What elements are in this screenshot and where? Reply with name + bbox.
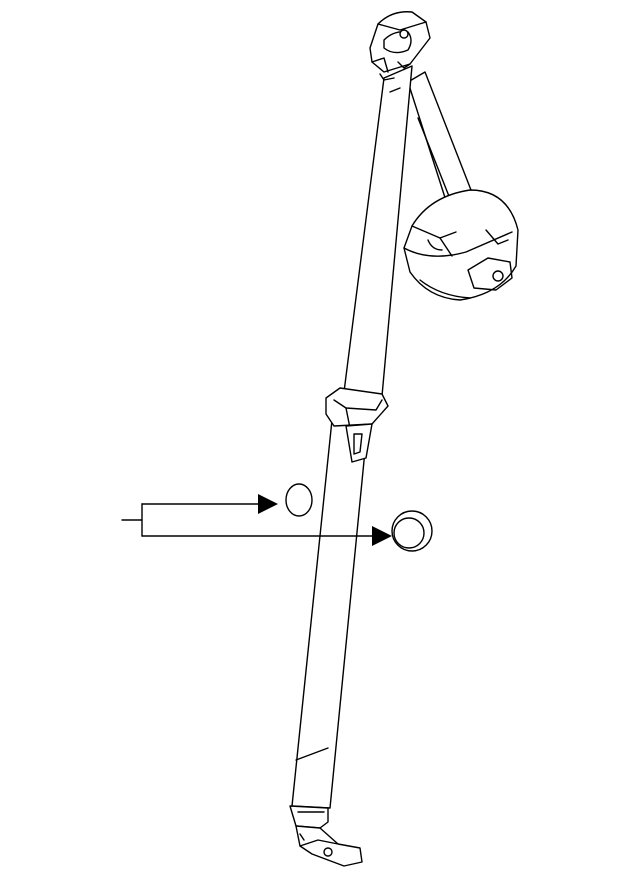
cap-solid [391,510,433,552]
belt-guide [325,387,389,463]
arrowhead-lower [372,526,392,546]
retractor [403,189,519,301]
anchor-plate-lower [289,805,363,867]
callout-leaders [121,494,392,546]
cap-outline [285,483,313,517]
anchor-plate-upper [369,11,431,81]
belt-webbing-upper [343,65,413,397]
arrowhead-upper [258,494,278,514]
belt-webbing-lower [291,419,369,809]
